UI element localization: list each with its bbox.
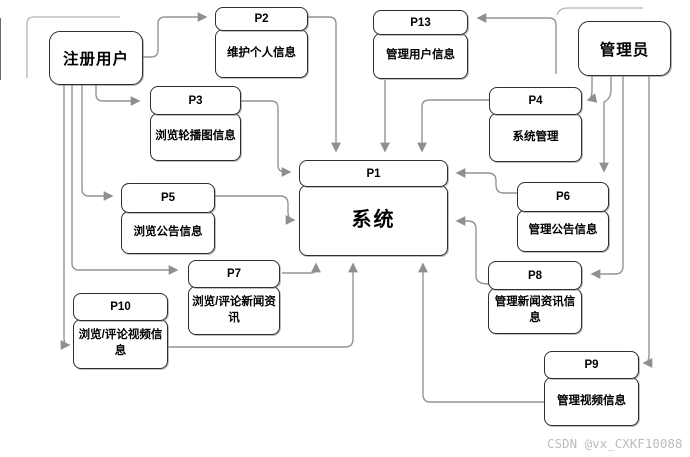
csdn-watermark: CSDN @vx_CXKF10088 [547,436,683,451]
edge-user-p10 [60,85,71,350]
process-p3-id: P3 [150,86,241,115]
process-p13-id: P13 [373,10,468,35]
edge-p6-system [455,168,517,194]
process-p3-label: 浏览轮播图信息 [150,113,241,161]
edge-p3-system [241,100,292,177]
edge-admin-p6 [599,76,612,173]
edge-stub-left [26,16,120,78]
edge-p8-system [455,216,490,285]
process-p9: P9 管理视频信息 [544,351,639,426]
process-p7-label: 浏览/评论新闻资讯 [188,286,280,335]
edge-p5-system [213,195,296,225]
edge-stub-right [556,7,643,16]
process-p10-id: P10 [73,293,168,321]
edge-p4-system [417,99,489,153]
process-p13: P13 管理用户信息 [373,10,468,79]
process-p6-id: P6 [517,182,609,212]
actor-admin: 管理员 [578,21,671,76]
process-p5-id: P5 [121,183,215,213]
edge-user-p2 [143,12,208,58]
process-p7: P7 浏览/评论新闻资讯 [188,260,280,335]
process-p8-id: P8 [488,261,582,290]
process-p4-label: 系统管理 [489,113,582,162]
process-p6-label: 管理公告信息 [517,210,609,252]
system-node: P1 系统 [299,160,448,256]
process-p7-id: P7 [188,260,280,288]
edge-admin-p13 [476,13,557,74]
edge-p7-system [282,262,321,274]
process-p2: P2 维护个人信息 [215,7,308,78]
edge-user-p7 [71,85,179,275]
process-p5: P5 浏览公告信息 [121,183,215,254]
system-id: P1 [299,160,448,187]
process-p8: P8 管理新闻资讯信息 [488,261,582,334]
process-p4: P4 系统管理 [489,87,582,162]
actor-registered-user: 注册用户 [49,31,143,85]
edge-admin-p8 [590,76,624,279]
process-p10-label: 浏览/评论视频信息 [73,319,168,369]
edge-p2-system [308,16,341,153]
edge-admin-p4 [586,76,598,103]
process-p8-label: 管理新闻资讯信息 [488,288,582,334]
edge-admin-p9 [642,76,653,368]
edge-p10-system [168,262,358,348]
process-p5-label: 浏览公告信息 [121,211,215,254]
process-p9-label: 管理视频信息 [544,377,639,426]
edge-p9-system [418,262,545,403]
system-label: 系统 [299,185,448,256]
edge-user-p5 [81,85,114,201]
process-p13-label: 管理用户信息 [373,33,468,79]
process-p10: P10 浏览/评论视频信息 [73,293,168,369]
process-p2-id: P2 [215,7,308,31]
edge-user-p3 [95,85,141,106]
screen-edge-artifact [0,18,1,80]
process-p9-id: P9 [544,351,639,379]
process-p3: P3 浏览轮播图信息 [150,86,241,161]
process-p2-label: 维护个人信息 [215,29,308,78]
process-p4-id: P4 [489,87,582,115]
process-p6: P6 管理公告信息 [517,182,609,252]
